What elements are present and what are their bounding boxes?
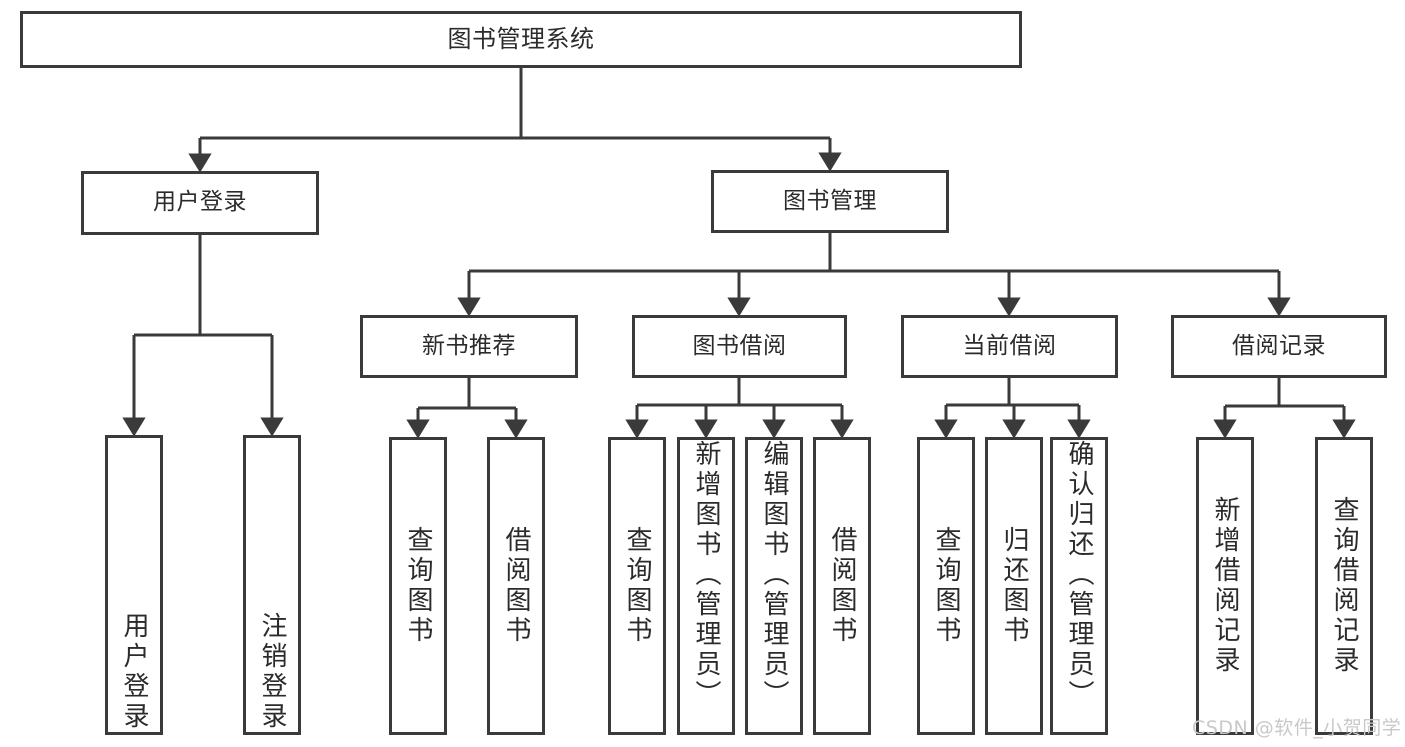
node-label: 图书管理 [783,187,877,214]
node-label: 查询图书 [403,526,433,646]
node-leaf-return-book[interactable]: 归还图书 [985,437,1043,735]
node-leaf-add-book-admin[interactable]: 新增图书（管理员） [677,437,735,735]
node-label: 新增图书（管理员） [691,440,721,710]
node-leaf-query-book-current[interactable]: 查询图书 [917,437,975,735]
node-label: 图书管理系统 [447,25,595,54]
node-label: 确认归还（管理员） [1064,440,1094,710]
node-label: 查询图书 [622,526,652,646]
node-leaf-add-borrow-record[interactable]: 新增借阅记录 [1196,437,1254,735]
node-label: 用户登录 [153,189,247,216]
node-label: 借阅图书 [501,526,531,646]
node-label: 用户登录 [119,612,149,732]
node-label: 新书推荐 [422,332,516,359]
node-label: 借阅图书 [827,526,857,646]
node-label: 图书借阅 [692,332,787,359]
node-leaf-user-logout[interactable]: 注销登录 [243,435,301,735]
node-label: 当前借阅 [962,332,1057,359]
node-label: 查询图书 [931,526,961,646]
node-new-book-recommend[interactable]: 新书推荐 [360,315,578,378]
node-leaf-edit-book-admin[interactable]: 编辑图书（管理员） [745,437,803,735]
node-leaf-confirm-return-admin[interactable]: 确认归还（管理员） [1050,437,1108,735]
node-leaf-query-book-borrow[interactable]: 查询图书 [608,437,666,735]
node-book-manage[interactable]: 图书管理 [711,170,949,233]
node-borrow-record[interactable]: 借阅记录 [1171,315,1387,378]
node-book-borrow[interactable]: 图书借阅 [632,315,847,378]
node-label: 归还图书 [999,526,1029,646]
node-leaf-borrow-book[interactable]: 借阅图书 [813,437,871,735]
node-label: 编辑图书（管理员） [759,440,789,710]
node-label: 新增借阅记录 [1210,496,1240,676]
node-current-borrow[interactable]: 当前借阅 [901,315,1118,378]
node-label: 借阅记录 [1232,332,1326,359]
node-root-system[interactable]: 图书管理系统 [20,11,1022,68]
node-label: 查询借阅记录 [1329,496,1359,676]
node-label: 注销登录 [257,612,287,732]
node-user-login[interactable]: 用户登录 [81,171,319,235]
node-leaf-user-login[interactable]: 用户登录 [105,435,163,735]
node-leaf-borrow-book-recommend[interactable]: 借阅图书 [487,437,545,735]
node-leaf-query-book-recommend[interactable]: 查询图书 [389,437,447,735]
node-leaf-query-borrow-record[interactable]: 查询借阅记录 [1315,437,1373,735]
